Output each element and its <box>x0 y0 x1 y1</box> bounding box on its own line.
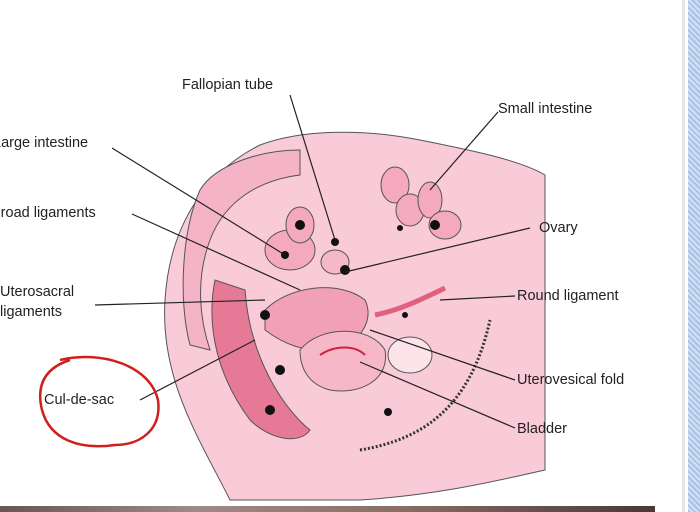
rectum <box>211 279 311 440</box>
label-small-intestine: Small intestine <box>498 101 593 117</box>
label-bladder: Bladder <box>517 421 567 437</box>
anatomy-diagram: Fallopian tube Small intestine Large int… <box>0 77 625 501</box>
pubic-hair <box>359 319 492 452</box>
label-uterosacral-line2: ligaments <box>0 304 63 320</box>
bladder <box>299 330 386 392</box>
label-cul-de-sac: Cul-de-sac <box>44 392 115 408</box>
sacrum <box>182 149 301 351</box>
label-large-intestine: Large intestine <box>0 135 89 151</box>
label-fallopian-tube: Fallopian tube <box>182 77 274 93</box>
pubic-bone <box>387 336 433 374</box>
leader-lines <box>94 94 531 429</box>
label-uterovesical-fold: Uterovesical fold <box>517 372 625 388</box>
red-annotation-circle <box>38 355 160 448</box>
female-pelvis-illustration <box>38 94 546 501</box>
round-ligament <box>374 285 447 318</box>
label-round-ligament: Round ligament <box>517 288 619 304</box>
panel-border <box>682 0 685 512</box>
label-ovary: Ovary <box>539 220 578 236</box>
scrollbar-track[interactable] <box>688 0 700 512</box>
next-slide-image-edge <box>0 506 655 512</box>
label-broad-ligaments: Broad ligaments <box>0 205 96 221</box>
small-intestine <box>380 166 462 240</box>
label-uterosacral-line1: Uterosacral <box>0 284 75 300</box>
